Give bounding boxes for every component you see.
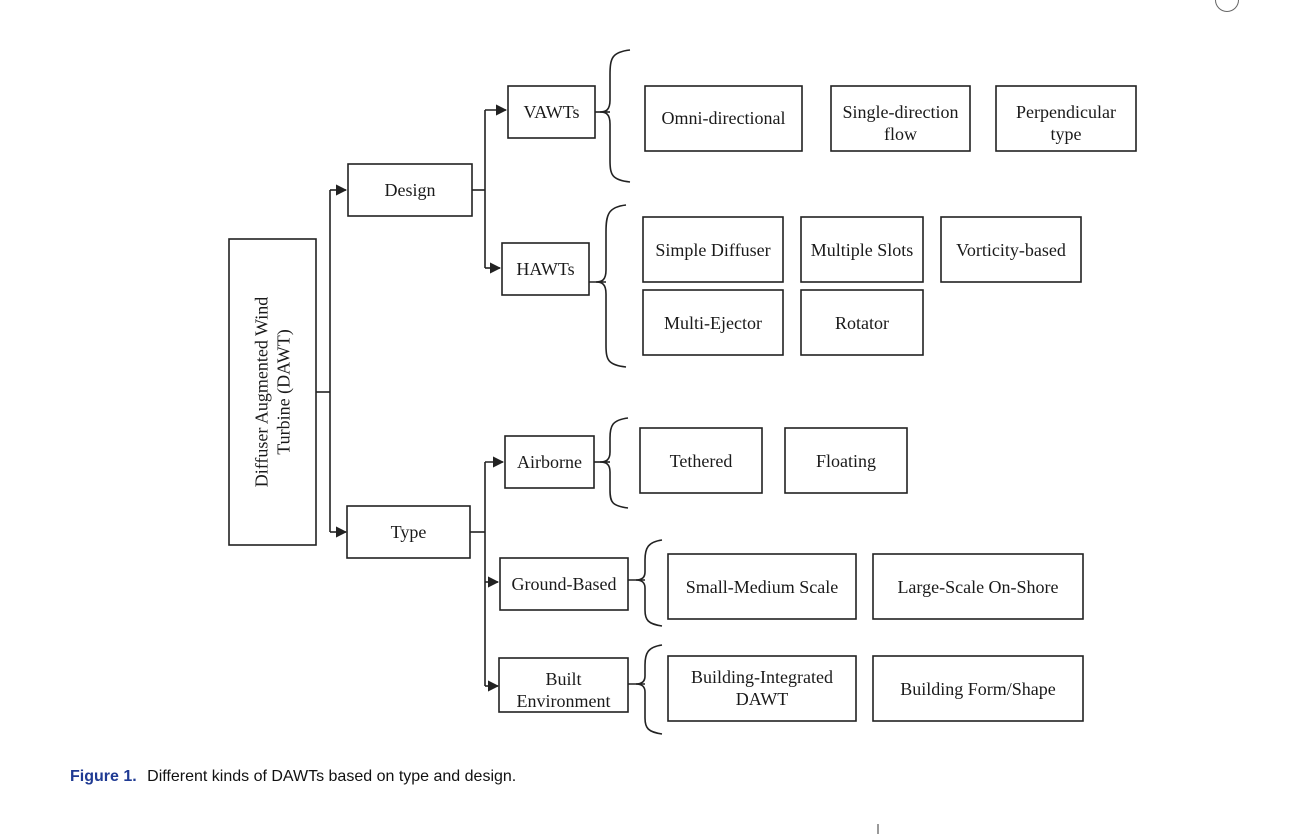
leaf-vorticity-based: Vorticity-based [940,216,1082,283]
small-medium-scale-label: Small-Medium Scale [686,577,838,597]
vawts-label: VAWTs [524,102,580,122]
vorticity-based-label: Vorticity-based [956,240,1066,260]
ground-based-label: Ground-Based [512,574,617,594]
large-scale-on-shore-label: Large-Scale On-Shore [897,577,1058,597]
node-type: Type [346,505,471,559]
airborne-label: Airborne [517,452,582,472]
figure-caption-text: Different kinds of DAWTs based on type a… [147,768,517,785]
node-design: Design [347,163,473,217]
node-hawts: HAWTs [501,242,590,296]
multi-ejector-label: Multi-Ejector [664,313,762,333]
rotator-label: Rotator [835,313,889,333]
node-ground-based: Ground-Based [499,557,629,611]
leaf-large-scale-on-shore: Large-Scale On-Shore [872,553,1084,620]
leaf-omni-directional: Omni-directional [644,85,803,152]
leaf-tethered: Tethered [639,427,763,494]
leaf-multi-ejector: Multi-Ejector [642,289,784,356]
group-braces [595,49,663,735]
brace-ground-based [635,539,663,627]
leaf-simple-diffuser: Simple Diffuser [642,216,784,283]
hawts-label: HAWTs [516,259,574,279]
node-vawts: VAWTs [507,85,596,139]
type-label: Type [391,522,427,542]
leaf-small-medium-scale: Small-Medium Scale [667,553,857,620]
building-form-shape-label: Building Form/Shape [900,679,1056,699]
scan-artifact-mark [877,824,879,834]
brace-vawts [599,49,631,183]
leaf-rotator: Rotator [800,289,924,356]
figure-caption-label: Figure 1. [70,768,137,785]
design-label: Design [385,180,436,200]
omni-directional-label: Omni-directional [662,108,786,128]
leaf-floating: Floating [784,427,908,494]
brace-built-environment [635,644,663,735]
figure-caption: Figure 1. Different kinds of DAWTs based… [70,768,516,786]
leaf-multiple-slots: Multiple Slots [800,216,924,283]
simple-diffuser-label: Simple Diffuser [655,240,770,260]
node-airborne: Airborne [504,435,595,489]
multiple-slots-label: Multiple Slots [811,240,914,260]
tethered-label: Tethered [670,451,733,471]
brace-airborne [599,417,629,509]
brace-hawts [595,204,627,368]
leaf-building-form-shape: Building Form/Shape [872,655,1084,722]
floating-label: Floating [816,451,876,471]
